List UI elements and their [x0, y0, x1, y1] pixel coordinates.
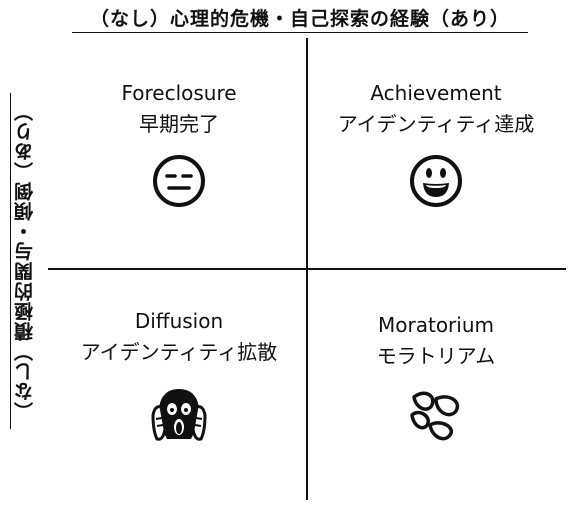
screaming-face-icon: [151, 385, 207, 449]
quadrant-achievement: Achievement アイデンティティ達成: [312, 80, 560, 213]
quadrant-diffusion: Diffusion アイデンティティ拡散: [50, 308, 308, 449]
quadrant-english-label: Diffusion: [134, 309, 224, 333]
quadrant-japanese-label: アイデンティティ達成: [337, 112, 535, 136]
quadrant-japanese-label: 早期完了: [139, 112, 219, 136]
vertical-axis-title: （なし）積極的関与・傾倒（あり）: [10, 93, 37, 429]
dashing-away-icon: [406, 387, 466, 447]
quadrant-foreclosure: Foreclosure 早期完了: [60, 80, 298, 213]
quadrant-moratorium: Moratorium モラトリアム: [312, 312, 560, 447]
quadrant-japanese-label: アイデンティティ拡散: [80, 340, 278, 364]
quadrant-english-label: Moratorium: [378, 313, 494, 337]
quadrant-english-label: Foreclosure: [121, 81, 237, 105]
quadrant-english-label: Achievement: [370, 81, 502, 105]
neutral-face-icon: [151, 153, 207, 213]
grinning-face-icon: [408, 153, 464, 213]
quadrant-japanese-label: モラトリアム: [376, 344, 496, 368]
horizontal-axis-title: （なし）心理的危機・自己探索の経験（あり）: [72, 4, 528, 33]
horizontal-axis-line: [48, 268, 566, 270]
